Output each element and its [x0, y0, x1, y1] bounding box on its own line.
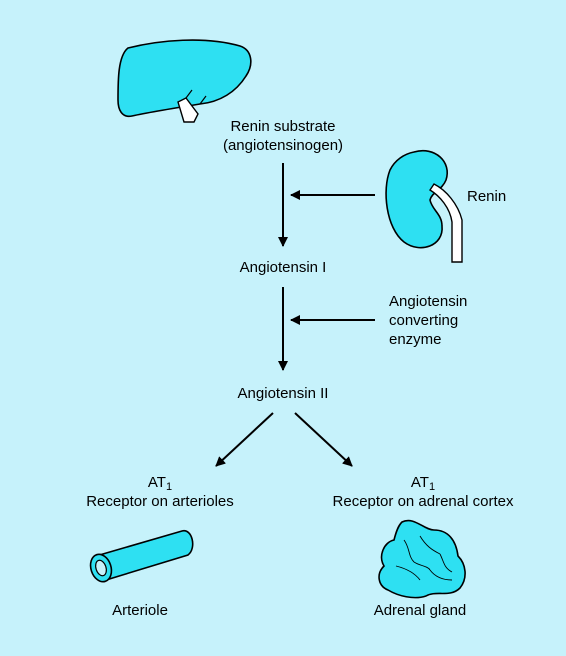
ace-label: Angiotensin converting enzyme	[389, 292, 467, 349]
at1-adrenal-label: AT1 Receptor on adrenal cortex	[308, 473, 538, 511]
at1-arterioles-receptor-name: AT1	[55, 473, 265, 493]
ace-line1: Angiotensin	[389, 293, 468, 310]
liver-icon	[117, 39, 252, 123]
renin-label: Renin	[467, 188, 507, 205]
renin-substrate-line2: (angiotensinogen)	[222, 137, 344, 154]
at1-arterioles-prefix: AT	[147, 474, 166, 491]
at1-arterioles-subscript: 1	[165, 481, 173, 493]
adrenal-gland-icon	[378, 519, 466, 599]
angiotensin-1-label: Angiotensin I	[239, 259, 327, 276]
angiotensin-2-label: Angiotensin II	[237, 385, 329, 402]
renin-substrate-label: Renin substrate (angiotensinogen)	[183, 117, 383, 155]
arrow-ang2-to-arterioles	[215, 412, 274, 467]
at1-adrenal-subscript: 1	[428, 481, 436, 493]
at1-adrenal-prefix: AT	[410, 474, 429, 491]
at1-adrenal-receptor-name: AT1	[308, 473, 538, 493]
adrenal-gland-label: Adrenal gland	[373, 602, 467, 619]
renin-substrate-line1: Renin substrate	[230, 118, 336, 135]
ace-line2: converting	[389, 312, 459, 329]
at1-arterioles-text: Receptor on arterioles	[86, 493, 234, 510]
at1-arterioles-label: AT1 Receptor on arterioles	[55, 473, 265, 511]
arrow-ang2-to-adrenal	[294, 412, 353, 467]
arteriole-label: Arteriole	[112, 602, 168, 619]
kidney-icon	[385, 149, 463, 263]
ace-line3: enzyme	[389, 331, 442, 348]
at1-adrenal-text: Receptor on adrenal cortex	[332, 493, 514, 510]
arteriole-icon	[89, 530, 194, 583]
